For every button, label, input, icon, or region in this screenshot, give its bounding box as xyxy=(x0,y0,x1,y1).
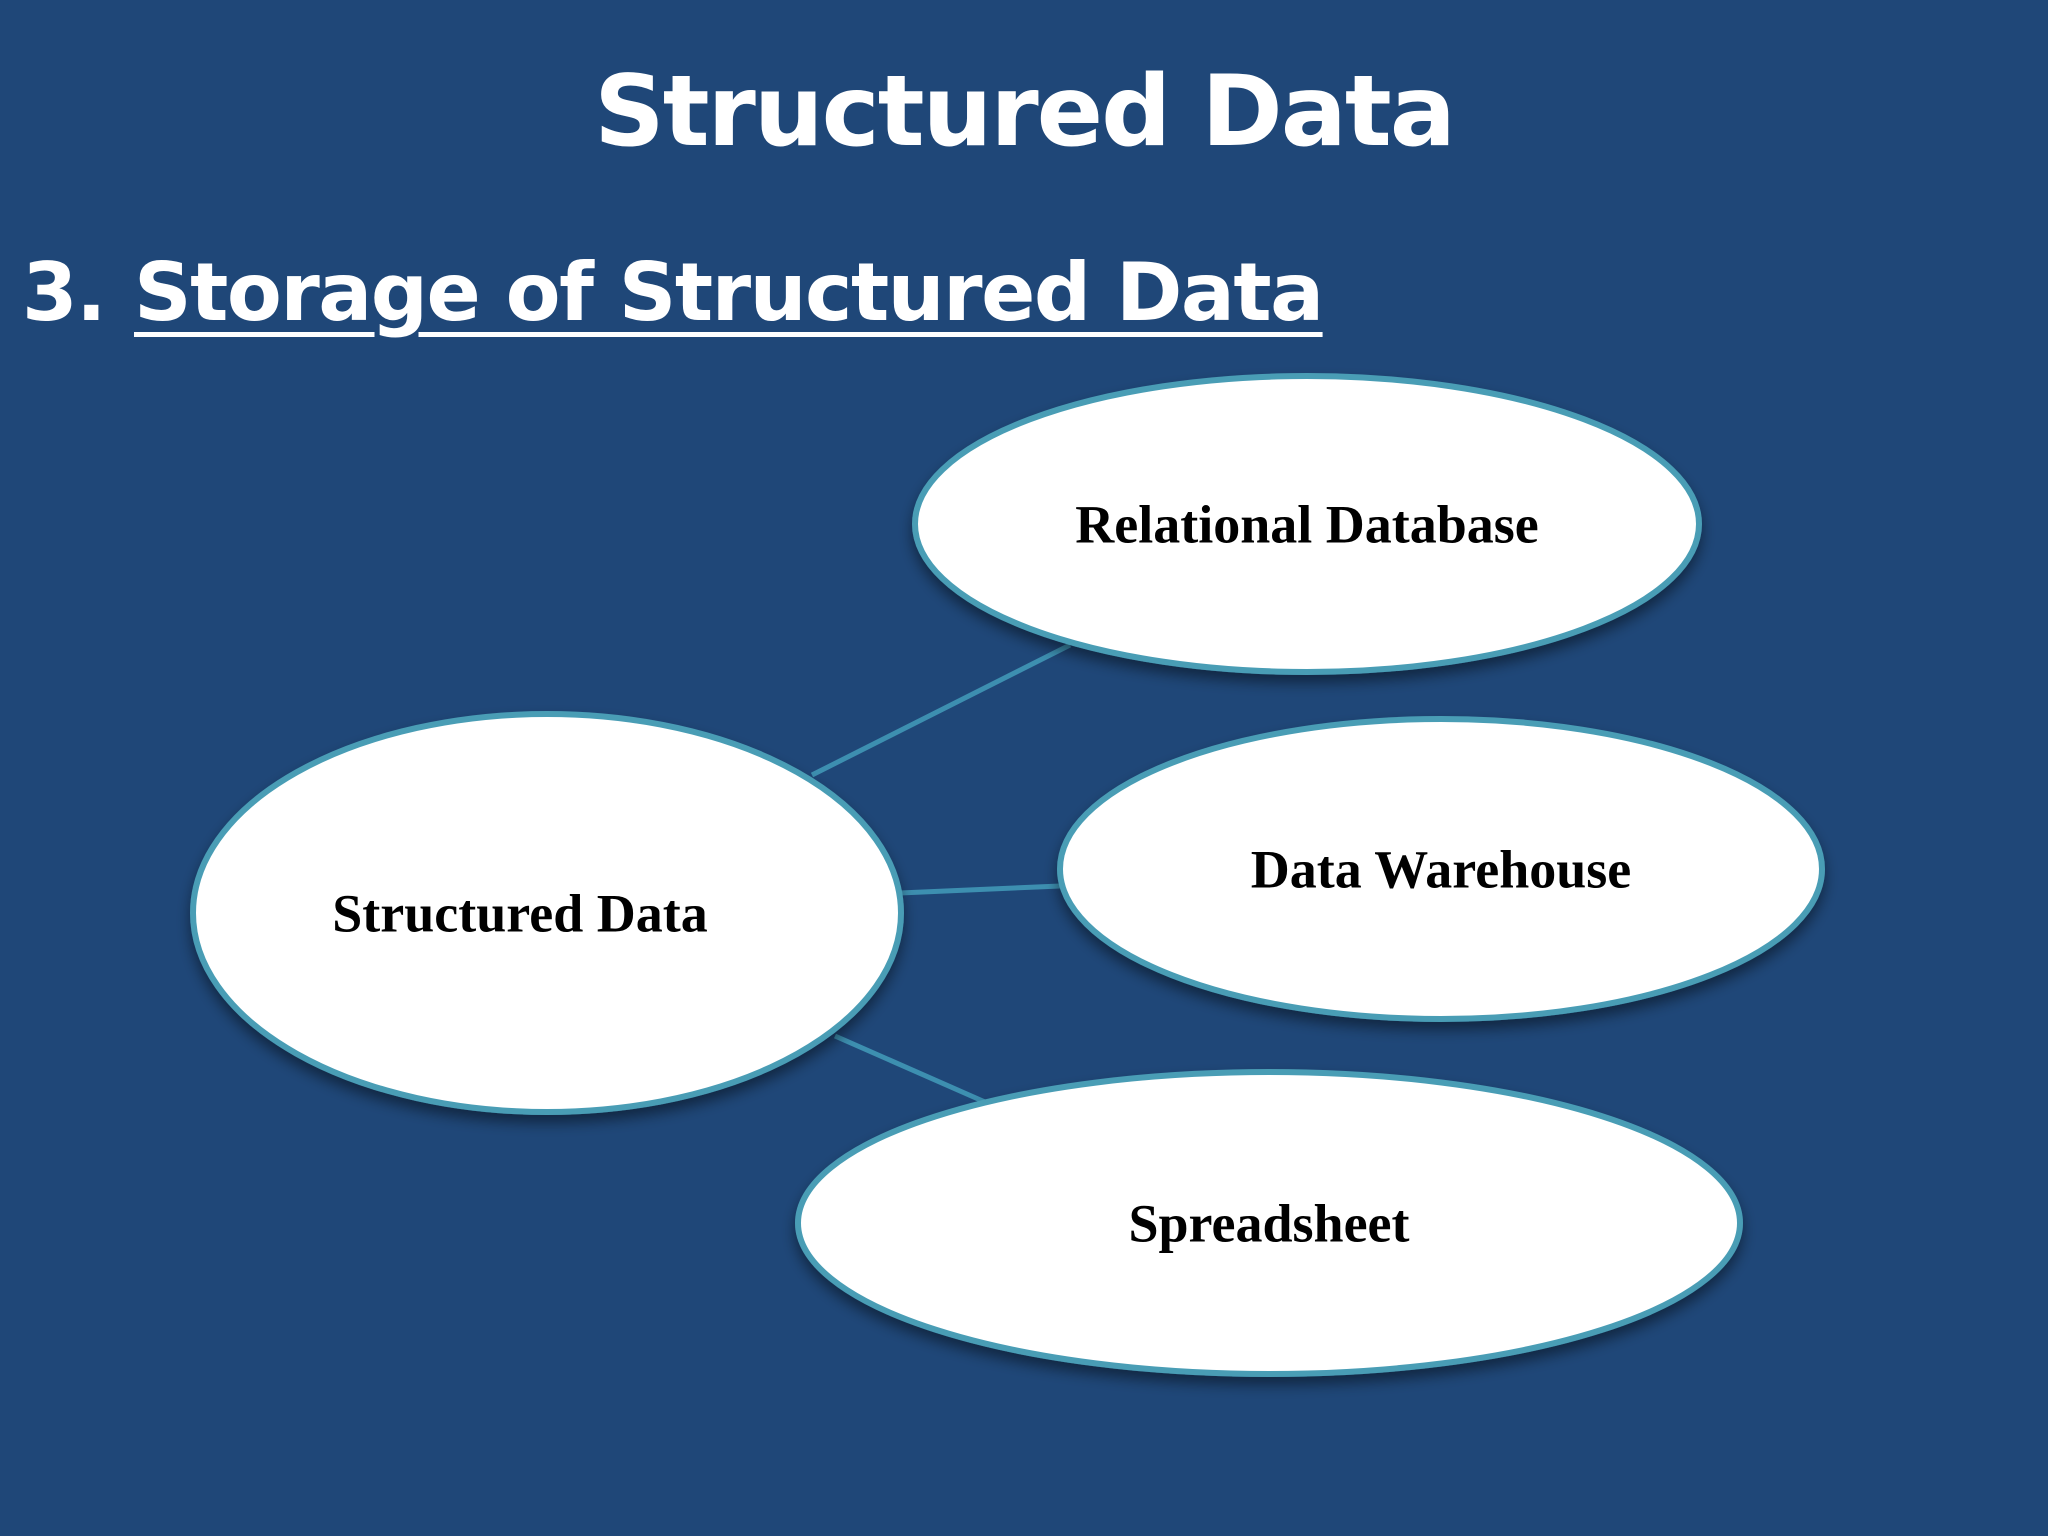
section-number: 3. xyxy=(22,246,107,339)
connector-relational-database xyxy=(810,642,1072,778)
node-structured-data-label: Structured Data xyxy=(332,883,707,943)
connector-data-warehouse xyxy=(899,883,1061,896)
section-heading: 3. Storage of Structured Data xyxy=(22,243,1324,343)
section-title: Storage of Structured Data xyxy=(134,246,1324,339)
node-spreadsheet: Spreadsheet xyxy=(795,1069,1743,1377)
node-data-warehouse-label: Data Warehouse xyxy=(1251,839,1632,899)
node-relational-database: Relational Database xyxy=(912,373,1702,675)
node-data-warehouse: Data Warehouse xyxy=(1057,716,1825,1022)
slide-title: Structured Data xyxy=(594,55,1456,169)
node-spreadsheet-label: Spreadsheet xyxy=(1128,1193,1409,1253)
node-structured-data: Structured Data xyxy=(190,711,904,1115)
node-relational-database-label: Relational Database xyxy=(1075,494,1538,554)
connector-spreadsheet xyxy=(833,1033,987,1105)
